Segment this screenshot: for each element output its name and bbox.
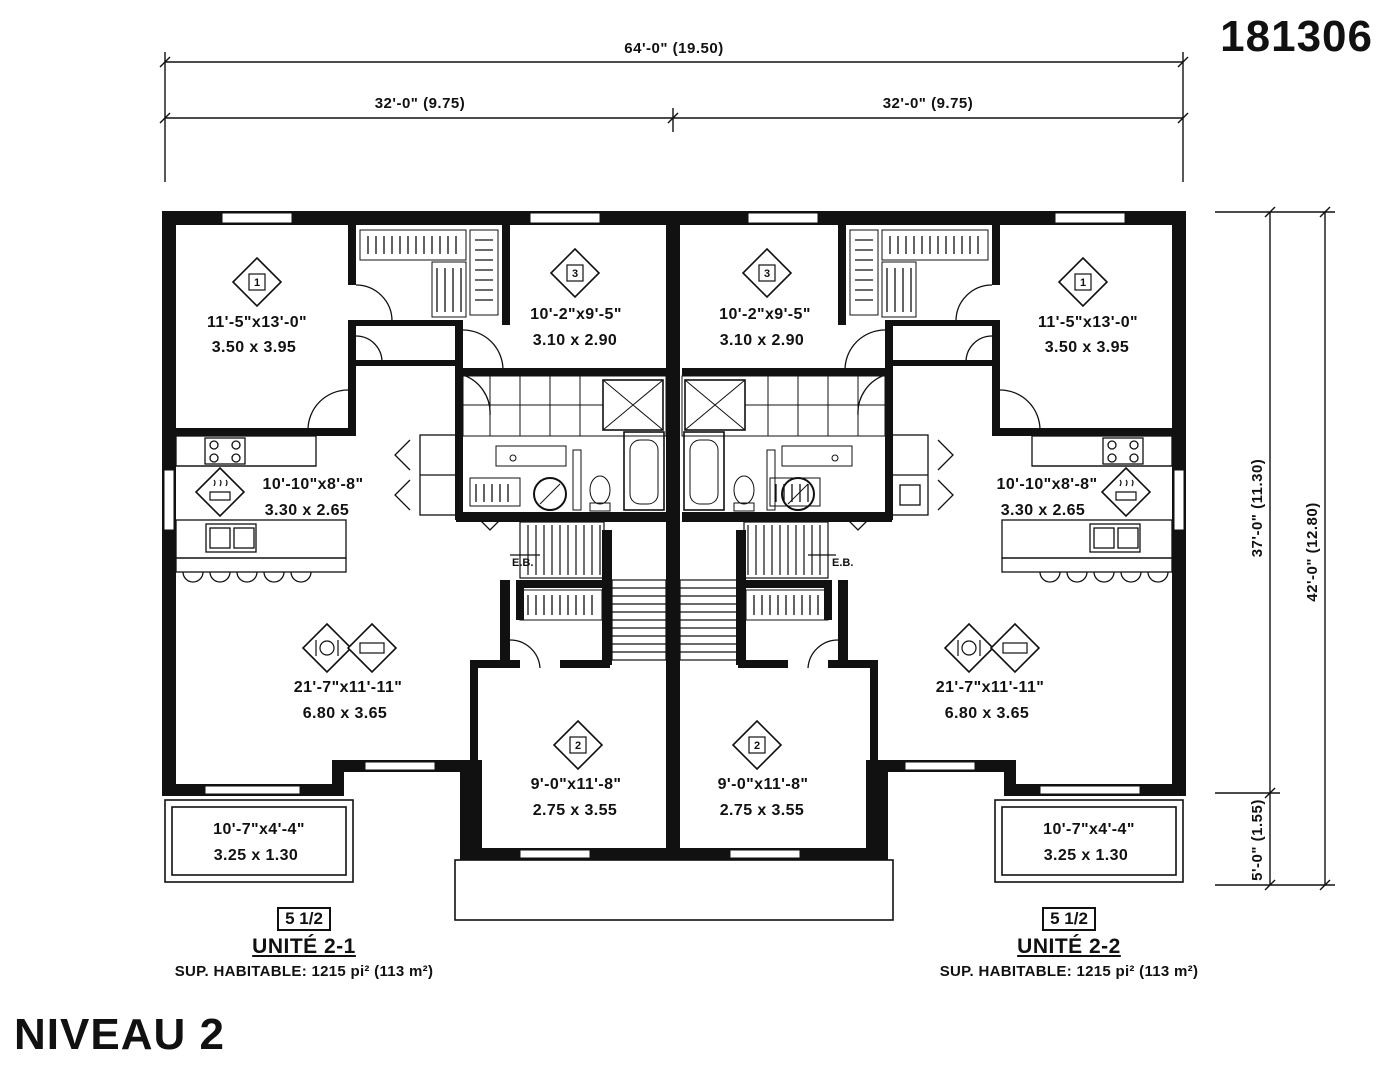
main-depth-label: 37'-0" (11.30): [1249, 459, 1266, 558]
unit-area: SUP. HABITABLE: 1215 pi² (113 m²): [939, 963, 1199, 980]
right-bedroom2-metric: 2.75 x 3.55: [720, 802, 804, 819]
bedroom-number-right-2: 2: [754, 740, 760, 752]
right-bedroom2-imperial: 9'-0"x11'-8": [718, 776, 809, 793]
left-balcony-imperial: 10'-7"x4'-4": [213, 821, 305, 838]
right-living-imperial: 21'-7"x11'-11": [936, 679, 1044, 696]
right-bedroom1-metric: 3.50 x 3.95: [1045, 339, 1129, 356]
bedroom-number-right-1: 1: [1080, 277, 1086, 289]
sofa-icon-left: [346, 622, 398, 674]
left-bedroom3-imperial: 10'-2"x9'-5": [530, 306, 622, 323]
left-living-metric: 6.80 x 3.65: [303, 705, 387, 722]
right-bedroom1-imperial: 11'-5"x13'-0": [1038, 314, 1138, 331]
level-title: NIVEAU 2: [14, 1010, 225, 1059]
balconies: [164, 799, 1184, 921]
unit-name: UNITÉ 2-2: [1017, 935, 1121, 958]
bathroom-left: [462, 375, 667, 512]
right-kitchen-metric: 3.30 x 2.65: [1001, 502, 1085, 519]
exterior-walls: [162, 211, 1186, 860]
right-balcony-metric: 3.25 x 1.30: [1044, 847, 1128, 864]
left-kitchen-imperial: 10'-10"x8'-8": [263, 476, 364, 493]
bed-icon-right-2: [731, 719, 783, 771]
bed-icon-left-2: [552, 719, 604, 771]
interior-walls: [176, 225, 1172, 760]
right-kitchen-imperial: 10'-10"x8'-8": [997, 476, 1098, 493]
total-depth-label: 42'-0" (12.80): [1304, 502, 1321, 601]
dining-icon-left: [301, 622, 353, 674]
room-icon-details: [209, 264, 1137, 754]
bedroom-number-left-3: 3: [572, 268, 578, 280]
stairs: [510, 521, 836, 661]
right-bedroom3-imperial: 10'-2"x9'-5": [719, 306, 811, 323]
dimension-lines: [159, 52, 1335, 891]
left-half-width-label: 32'-0" (9.75): [375, 95, 466, 112]
plan-number: 181306: [1220, 12, 1373, 61]
closet-hangers: [367, 236, 979, 615]
bed-icon-right-1: [1057, 256, 1109, 308]
laundry: [394, 434, 954, 531]
left-bedroom2-imperial: 9'-0"x11'-8": [531, 776, 622, 793]
bed-icon-right-3: [741, 247, 793, 299]
unit-block-left: 5 1/2 UNITÉ 2-1 SUP. HABITABLE: 1215 pi²…: [124, 907, 484, 980]
unit-area: SUP. HABITABLE: 1215 pi² (113 m²): [174, 963, 434, 980]
bathroom-right: [681, 375, 886, 512]
right-eb-label: E.B.: [832, 557, 853, 569]
right-half-width-label: 32'-0" (9.75): [883, 95, 974, 112]
unit-block-right: 5 1/2 UNITÉ 2-2 SUP. HABITABLE: 1215 pi²…: [889, 907, 1249, 980]
kitchen-right: [1001, 435, 1173, 583]
bedroom-number-left-1: 1: [254, 277, 260, 289]
bed-icon-left-3: [549, 247, 601, 299]
right-bedroom3-metric: 3.10 x 2.90: [720, 332, 804, 349]
left-bedroom1-imperial: 11'-5"x13'-0": [207, 314, 307, 331]
left-balcony-metric: 3.25 x 1.30: [214, 847, 298, 864]
left-kitchen-metric: 3.30 x 2.65: [265, 502, 349, 519]
right-balcony-imperial: 10'-7"x4'-4": [1043, 821, 1135, 838]
bedroom-number-left-2: 2: [575, 740, 581, 752]
bed-icon-left-1: [231, 256, 283, 308]
bedroom-number-right-3: 3: [764, 268, 770, 280]
windows: [163, 212, 1185, 859]
left-living-imperial: 21'-7"x11'-11": [294, 679, 402, 696]
unit-type-badge: 5 1/2: [277, 907, 331, 931]
closets: [359, 229, 989, 621]
unit-type-badge: 5 1/2: [1042, 907, 1096, 931]
unit-name: UNITÉ 2-1: [252, 935, 356, 958]
right-living-metric: 6.80 x 3.65: [945, 705, 1029, 722]
left-bedroom1-metric: 3.50 x 3.95: [212, 339, 296, 356]
room-labels: 11'-5"x13'-0" 3.50 x 3.95 10'-2"x9'-5" 3…: [207, 306, 1138, 864]
sofa-icon-right: [989, 622, 1041, 674]
overall-width-label: 64'-0" (19.50): [624, 40, 723, 57]
left-bedroom3-metric: 3.10 x 2.90: [533, 332, 617, 349]
balcony-depth-label: 5'-0" (1.55): [1249, 799, 1266, 881]
dining-icon-right: [943, 622, 995, 674]
kitchen-left: [175, 435, 347, 583]
room-icon-numbers: 1 3 3 1 2 2: [254, 268, 1086, 752]
left-bedroom2-metric: 2.75 x 3.55: [533, 802, 617, 819]
left-eb-label: E.B.: [512, 557, 533, 569]
